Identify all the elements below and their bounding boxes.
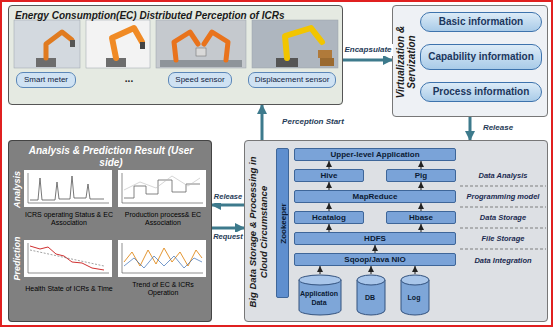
flow-arrow	[212, 227, 244, 230]
annotation-label: ...	[116, 72, 142, 86]
panel-title: Big Data Storage & Processing in Cloud C…	[246, 144, 272, 320]
sensor-box: Displacement sensor	[248, 72, 336, 88]
box-label: Sqoop/Java NIO	[297, 254, 453, 265]
cylinder-top	[357, 275, 385, 285]
cloud-panel: Big Data Storage & Processing in Cloud C…	[244, 140, 548, 322]
box-label: Basic information	[423, 13, 539, 31]
layer-arrow	[329, 224, 330, 232]
perception-panel: Energy Consumption(EC) Distributed Perce…	[8, 5, 343, 105]
layer-box: Hive	[294, 169, 364, 182]
info-box: Process information	[420, 82, 542, 102]
layer-arrow	[415, 266, 416, 274]
data-cylinder: DB	[356, 274, 386, 316]
layer-box: Upper-level Application	[294, 148, 456, 161]
box-label: Pig	[389, 170, 453, 181]
robot-photos	[14, 20, 338, 68]
layer-box: Hbase	[386, 211, 456, 224]
layer-separators	[460, 186, 546, 249]
box-label: Log	[401, 285, 427, 312]
data-cylinder: Log	[400, 274, 430, 316]
layer-box: Hcatalog	[294, 211, 364, 224]
box-label: Hcatalog	[297, 212, 361, 223]
layer-arrow	[421, 224, 422, 232]
layer-arrow	[320, 266, 321, 274]
box-label: Zookeeper	[277, 151, 288, 295]
annotation-label: Health State of ICRs & Time	[22, 279, 116, 299]
zookeeper-bar: Zookeeper	[276, 148, 289, 298]
box-label: Process information	[423, 83, 539, 101]
box-label: HDFS	[297, 233, 453, 244]
edge-label: Perception Start	[268, 116, 358, 128]
info-box: Basic information	[420, 12, 542, 32]
annotation-label: Data Analysis	[460, 168, 546, 185]
panel-ground	[244, 140, 548, 322]
panel-ground	[8, 140, 212, 322]
box-label: Capability information	[423, 45, 539, 69]
panel-title: Energy Consumption(EC) Distributed Perce…	[15, 8, 337, 23]
annotation-label: File Storage	[460, 231, 546, 248]
annotation-label: Trend of EC & ICRs Operation	[116, 279, 210, 299]
layer-box: Sqoop/Java NIO	[294, 253, 456, 266]
box-label: Smart meter	[19, 73, 73, 87]
layer-arrow	[329, 182, 330, 190]
layer-box: HDFS	[294, 232, 456, 245]
annotation-label: ICRS operating Status & EC Association	[22, 209, 116, 229]
annotation-label: Programming model	[460, 189, 546, 206]
edge-label: Request	[212, 232, 244, 243]
annotation-label: Analysis	[11, 157, 24, 221]
box-label: Hbase	[389, 212, 453, 223]
service-panel: Virtualization & ServizationBasic inform…	[392, 5, 548, 117]
data-cylinder: Application Data	[298, 274, 342, 316]
flow-arrow	[261, 105, 264, 140]
box-label: Displacement sensor	[251, 73, 333, 87]
layer-arrow	[421, 203, 422, 211]
sensor-box: Speed sensor	[168, 72, 232, 88]
box-label: Upper-level Application	[297, 149, 453, 160]
sensor-box: Smart meter	[16, 72, 76, 88]
result-panel: Analysis & Prediction Result (User side)	[8, 140, 212, 322]
layer-box: MapReduce	[294, 190, 456, 203]
box-label: Hive	[297, 170, 361, 181]
panel-ground	[8, 5, 343, 105]
layer-box: Pig	[386, 169, 456, 182]
layer-arrow	[371, 266, 372, 274]
flow-arrow	[212, 204, 244, 207]
annotation-label: Data Storage	[460, 210, 546, 227]
cylinder-top	[299, 275, 341, 285]
edge-label: Release	[476, 122, 520, 134]
edge-label: Encapsulate	[343, 44, 393, 56]
box-label: Speed sensor	[171, 73, 229, 87]
edge-label: Release	[212, 192, 244, 203]
cylinder-top	[401, 275, 429, 285]
annotation-label: Prediction	[11, 226, 24, 290]
info-box: Capability information	[420, 44, 542, 70]
box-label: Application Data	[299, 285, 339, 312]
layer-arrow	[329, 203, 330, 211]
flow-arrow	[343, 59, 392, 62]
box-label: MapReduce	[297, 191, 453, 202]
annotation-label: Data Integration	[460, 252, 546, 271]
panel-title: Analysis & Prediction Result (User side)	[26, 143, 196, 170]
layer-arrow	[421, 161, 422, 169]
flow-arrow	[469, 117, 472, 140]
layer-arrow	[329, 161, 330, 169]
box-label: DB	[357, 285, 383, 312]
panel-title: Virtualization & Servization	[393, 8, 419, 116]
annotation-label: Production process& EC Association	[116, 209, 210, 229]
panel-ground	[392, 5, 548, 117]
layer-arrow	[375, 245, 376, 253]
layer-arrow	[421, 182, 422, 190]
